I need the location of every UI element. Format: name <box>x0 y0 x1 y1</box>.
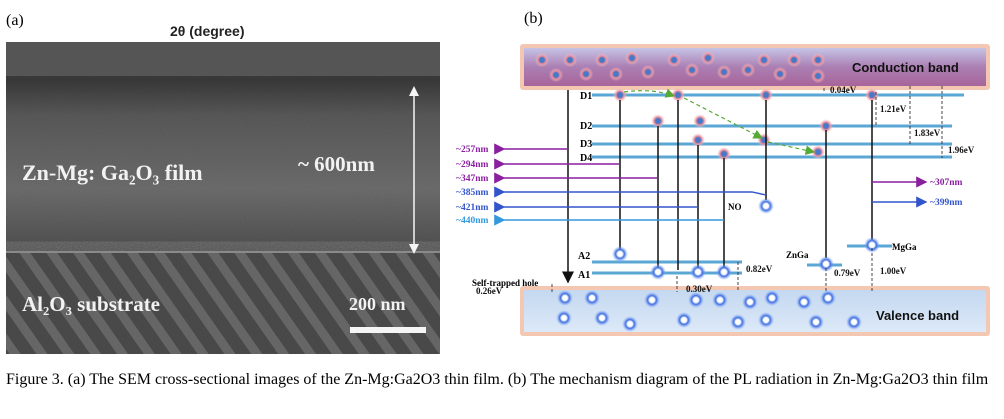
emission-385nm: ~385nm <box>456 188 488 198</box>
energy-1.83ev: 1.83eV <box>914 128 941 138</box>
emission-399nm: ~399nm <box>930 198 962 208</box>
energy-0.26ev: 0.26eV <box>476 286 503 296</box>
emission-307nm: ~307nm <box>930 178 962 188</box>
valence-holes <box>556 290 862 332</box>
valence-band-label: Valence band <box>876 308 959 323</box>
emission-arrows-left <box>494 143 767 226</box>
energy-0.79ev: 0.79eV <box>834 268 861 278</box>
emission-440nm: ~440nm <box>456 216 488 226</box>
mgga-label: MgGa <box>892 242 917 252</box>
figure-caption: Figure 3. (a) The SEM cross-sectional im… <box>6 371 989 388</box>
energy-0.30ev: 0.30eV <box>686 284 713 294</box>
d4-label: D4 <box>580 153 592 164</box>
scale-bar <box>350 327 426 333</box>
emission-421nm: ~421nm <box>456 203 488 213</box>
emission-294nm: ~294nm <box>456 160 488 170</box>
energy-0.04ev: 0.04eV <box>830 85 857 95</box>
znga-label: ZnGa <box>786 250 809 260</box>
conduction-electrons <box>535 51 825 83</box>
pl-mechanism-diagram: Conduction band Valence band D1 D2 D3 D4 <box>456 44 990 336</box>
a2-label: A2 <box>578 251 590 262</box>
no-label: NO <box>728 202 742 212</box>
energy-1.96ev: 1.96eV <box>948 145 975 155</box>
self-trapped-hole-label: Self-trapped hole <box>472 278 538 288</box>
d2-label: D2 <box>580 121 592 132</box>
donor-levels <box>592 93 964 159</box>
energy-1.21ev: 1.21eV <box>880 104 907 114</box>
a1-label: A1 <box>578 270 590 281</box>
sem-image: Zn-Mg: Ga₂O₃ film ~ 600nm Al₂O₃ substrat… <box>6 42 440 354</box>
film-label: Zn-Mg: Ga₂O₃ film <box>22 160 203 185</box>
scale-label: 200 nm <box>349 294 406 314</box>
panel-b-label: (b) <box>524 10 543 27</box>
energy-1.00ev: 1.00eV <box>880 266 907 276</box>
defect-holes <box>612 198 880 280</box>
energy-gap-arrows <box>551 86 943 292</box>
sem-header: 2θ (degree) <box>170 23 245 39</box>
emission-347nm: ~347nm <box>456 174 488 184</box>
d3-label: D3 <box>580 139 592 150</box>
emission-257nm: ~257nm <box>456 145 488 155</box>
energy-0.82ev: 0.82eV <box>746 264 773 274</box>
sem-micrograph <box>6 42 440 354</box>
d1-label: D1 <box>580 91 592 102</box>
conduction-band-label: Conduction band <box>852 60 959 75</box>
panel-a-label: (a) <box>6 12 24 29</box>
substrate-label: Al₂O₃ substrate <box>22 292 161 316</box>
thickness-label: ~ 600nm <box>298 152 375 176</box>
